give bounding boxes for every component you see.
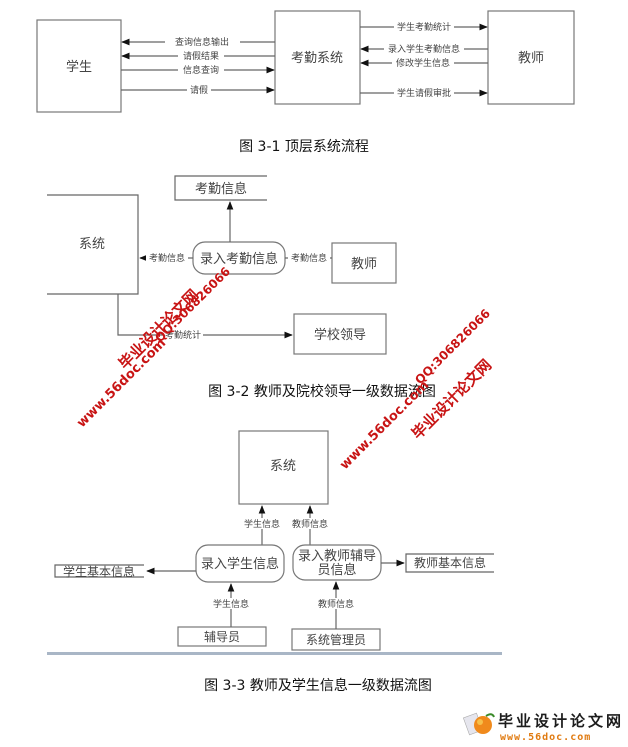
datastore-teacher-basic xyxy=(405,553,494,573)
figure-caption: 图 3-1 顶层系统流程 xyxy=(239,139,369,155)
entity-system xyxy=(238,430,329,505)
entity-counselor-label: 辅导员 xyxy=(204,630,240,644)
entity-teacher xyxy=(331,242,397,284)
figure-caption: 图 3-3 教师及学生信息一级数据流图 xyxy=(204,677,432,694)
process-enter-student-info xyxy=(195,544,285,583)
figure-caption: 图 3-2 教师及院校领导一级数据流图 xyxy=(208,383,436,400)
flow-label: 录入学生考勤信息 xyxy=(388,43,460,55)
datastore-label: 考勤信息 xyxy=(195,181,247,197)
process-label-line2: 员信息 xyxy=(317,562,356,578)
flow-label: 信息查询 xyxy=(183,64,219,76)
flow-label: 教师信息 xyxy=(318,598,354,610)
entity-teacher-label: 教师 xyxy=(518,50,544,66)
entity-student xyxy=(36,19,122,113)
entity-leader-label: 学校领导 xyxy=(314,327,366,343)
page-divider xyxy=(47,652,502,655)
entity-student-label: 学生 xyxy=(66,59,92,75)
process-label: 录入学生信息 xyxy=(201,556,279,572)
flow-label: 考勤统计 xyxy=(165,329,201,341)
logo-title: 毕业设计论文网 xyxy=(498,712,624,730)
apple-icon xyxy=(474,716,492,734)
entity-system-label: 系统 xyxy=(79,237,105,252)
datastore-label: 学生基本信息 xyxy=(63,564,135,579)
entity-teacher-label: 教师 xyxy=(351,256,377,272)
flow-label: 考勤信息 xyxy=(291,252,327,264)
entity-teacher xyxy=(487,10,575,105)
flow-arrow xyxy=(117,294,293,339)
logo-url: www.56doc.com xyxy=(500,732,591,743)
watermark-url: www.56doc.com xyxy=(74,336,169,431)
entity-system-label: 系统 xyxy=(270,459,296,474)
entity-admin-label: 系统管理员 xyxy=(306,632,366,647)
datastore-label: 教师基本信息 xyxy=(414,555,486,570)
flow-label: 学生信息 xyxy=(244,518,280,530)
datastore-student-basic xyxy=(54,564,144,578)
entity-school-leader xyxy=(293,313,387,355)
flow-label: 修改学生信息 xyxy=(396,57,450,69)
flow-label: 请假 xyxy=(190,84,208,96)
datastore-attendance xyxy=(174,175,267,201)
entity-attendance-system xyxy=(274,10,361,105)
process-label-line1: 录入教师辅导 xyxy=(298,548,376,564)
watermark-left-url: www.56doc.com xyxy=(74,336,169,431)
figure-3-1: 学生 考勤系统 教师 查询信息输出 请假结果 信息查询 请假 学生考勤统计 录入… xyxy=(36,10,575,155)
flow-label: 考勤信息 xyxy=(149,252,185,264)
entity-system-label: 考勤系统 xyxy=(291,51,343,66)
flow-label: 查询信息输出 xyxy=(175,36,229,48)
entity-counselor xyxy=(177,626,267,647)
flow-label: 教师信息 xyxy=(292,518,328,530)
process-label: 录入考勤信息 xyxy=(200,251,278,267)
site-logo: 毕业设计论文网 www.56doc.com xyxy=(462,712,624,743)
figure-3-2: 系统 考勤信息 录入考勤信息 考勤信息 教师 考勤信息 学校领导 考勤统计 图 … xyxy=(47,175,436,400)
flow-label: 请假结果 xyxy=(183,50,219,62)
flow-label: 学生请假审批 xyxy=(397,87,451,99)
flow-label: 学生考勤统计 xyxy=(397,21,451,33)
flow-label: 学生信息 xyxy=(213,598,249,610)
entity-system xyxy=(47,194,139,295)
figure-3-3: 系统 学生信息 教师信息 录入学生信息 录入教师辅导 员信息 学生基本信息 教师… xyxy=(47,430,502,694)
